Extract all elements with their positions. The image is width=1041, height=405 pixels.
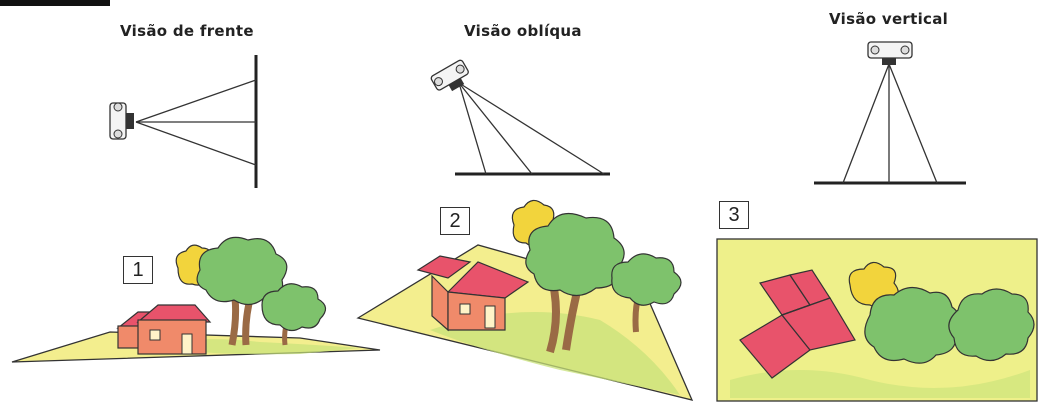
house-roof-top <box>739 269 856 379</box>
corner-mark <box>0 0 110 6</box>
vertical-camera-diagram <box>814 41 966 185</box>
camera-icon <box>867 41 913 65</box>
house <box>116 304 212 355</box>
tag-oblique: 2 <box>440 207 470 235</box>
title-vertical-view: Visão vertical <box>829 10 949 28</box>
tag-vertical: 3 <box>719 201 749 229</box>
scene-front-view <box>11 236 381 363</box>
scene-vertical-view <box>716 238 1038 402</box>
tree-small <box>611 253 682 333</box>
title-oblique-view: Visão oblíqua <box>464 22 582 40</box>
tree-small <box>261 283 327 346</box>
tree-large <box>196 236 288 346</box>
scene-oblique-view <box>356 199 694 401</box>
tree-canopy-large <box>864 286 961 364</box>
tree-canopy-small <box>948 288 1035 362</box>
camera-icon <box>430 59 469 92</box>
tag-front: 1 <box>123 256 153 284</box>
title-front-view: Visão de frente <box>120 22 254 40</box>
house <box>416 255 530 332</box>
front-camera-diagram <box>109 55 258 188</box>
oblique-camera-diagram <box>430 59 610 176</box>
camera-icon <box>109 102 134 140</box>
